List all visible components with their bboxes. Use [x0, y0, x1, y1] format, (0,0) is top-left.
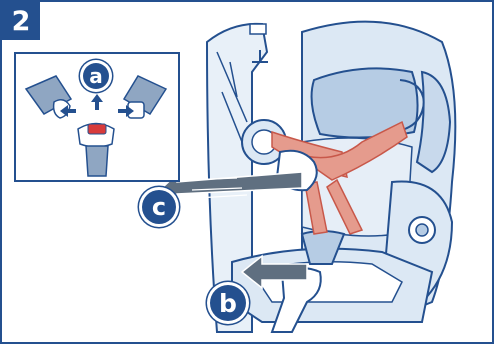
callout-a: a — [83, 63, 109, 89]
step-number: 2 — [12, 6, 31, 37]
step-number-badge: 2 — [2, 2, 40, 40]
callout-b: b — [210, 285, 246, 321]
callout-b-letter: b — [219, 289, 237, 318]
arrow-up-icon — [91, 94, 103, 110]
callout-c: c — [142, 190, 176, 224]
callout-a-letter: a — [89, 64, 103, 88]
callout-c-letter: c — [152, 193, 166, 221]
